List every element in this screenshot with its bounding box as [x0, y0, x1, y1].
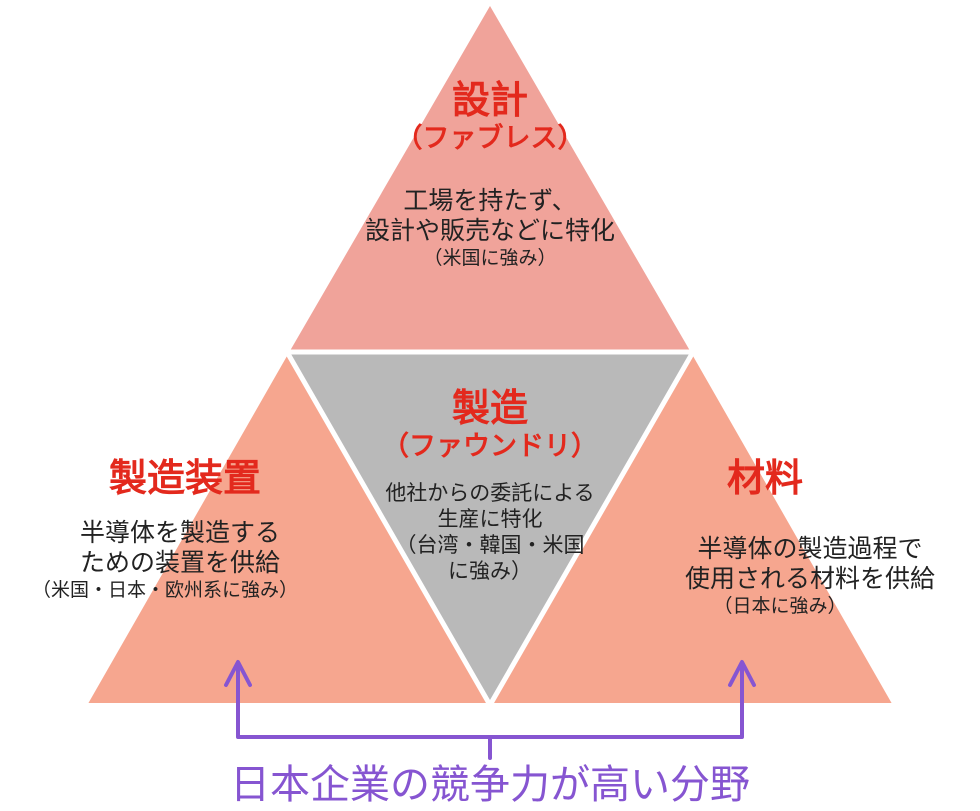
- foundry-desc-2: 生産に特化: [437, 507, 543, 531]
- footer-caption: 日本企業の競争力が高い分野: [230, 762, 750, 808]
- design-note: （米国に強み）: [423, 247, 557, 269]
- design-desc-1: 工場を持たず、: [403, 186, 577, 215]
- design-subtitle: （ファブレス）: [395, 123, 585, 154]
- design-section: 設計 （ファブレス） 工場を持たず、 設計や販売などに特化 （米国に強み）: [290, 78, 690, 270]
- foundry-triangle: [282, 349, 698, 711]
- equipment-title: 製造装置: [108, 456, 261, 500]
- foundry-desc-3: （台湾・韓国・米国: [395, 533, 585, 557]
- design-title: 設計: [451, 78, 528, 122]
- bracket-arrows: [224, 660, 756, 760]
- foundry-desc-1: 他社からの委託による: [385, 481, 595, 505]
- equipment-note: （米国・日本・欧州系に強み）: [31, 579, 298, 601]
- equipment-desc-1: 半導体を製造する: [79, 518, 280, 547]
- equipment-section: 製造装置 半導体を製造する ための装置を供給 （米国・日本・欧州系に強み）: [0, 456, 330, 602]
- materials-section: 材料 半導体の製造過程で 使用される材料を供給 （日本に強み）: [640, 456, 980, 618]
- materials-desc-1: 半導体の製造過程で: [697, 534, 923, 563]
- design-desc-2: 設計や販売などに特化: [364, 216, 615, 245]
- materials-title: 材料: [726, 456, 803, 500]
- foundry-desc-4: に強み）: [448, 559, 532, 583]
- equipment-desc-2: ための装置を供給: [79, 548, 280, 577]
- foundry-section: 製造 （ファウンドリ） 他社からの委託による 生産に特化 （台湾・韓国・米国 に…: [290, 386, 690, 584]
- foundry-title: 製造: [451, 386, 528, 430]
- materials-note: （日本に強み）: [713, 595, 847, 617]
- materials-desc-2: 使用される材料を供給: [684, 564, 935, 593]
- foundry-subtitle: （ファウンドリ）: [382, 431, 598, 462]
